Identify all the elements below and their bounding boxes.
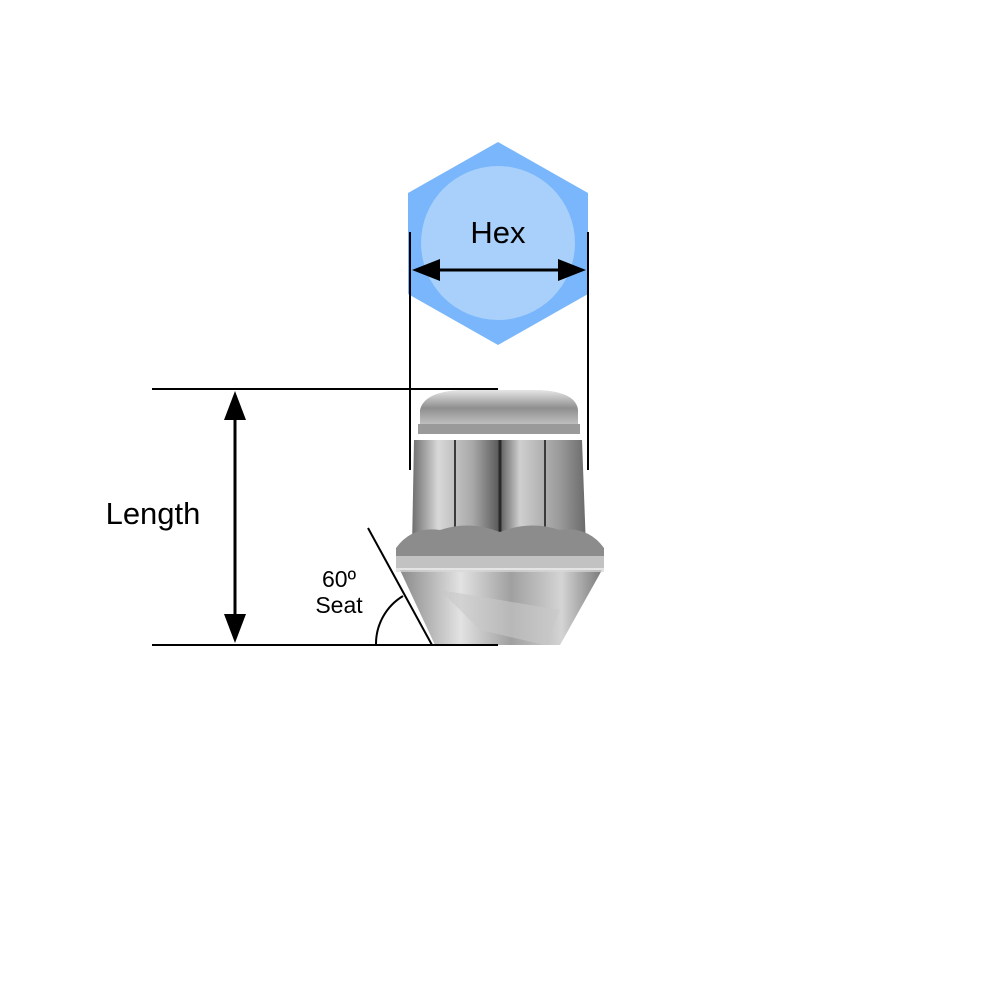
hex-inner-circle	[421, 166, 575, 320]
length-label: Length	[106, 496, 201, 531]
seat-label: Seat	[315, 592, 363, 618]
hex-dimension	[409, 232, 589, 470]
hex-arrow-left	[412, 259, 440, 281]
length-arrow-top	[224, 391, 246, 420]
seat-angle	[367, 527, 433, 646]
length-arrow-bottom	[224, 614, 246, 643]
hex-shape	[408, 142, 588, 345]
seat-angle-arc	[374, 595, 404, 646]
lug-nut-picture	[396, 390, 604, 645]
seat-angle-label: 60º	[322, 566, 357, 592]
hex-label: Hex	[470, 215, 526, 250]
seat-angle-line	[367, 527, 433, 646]
hex-arrow-right	[558, 259, 586, 281]
length-dimension	[152, 388, 498, 646]
